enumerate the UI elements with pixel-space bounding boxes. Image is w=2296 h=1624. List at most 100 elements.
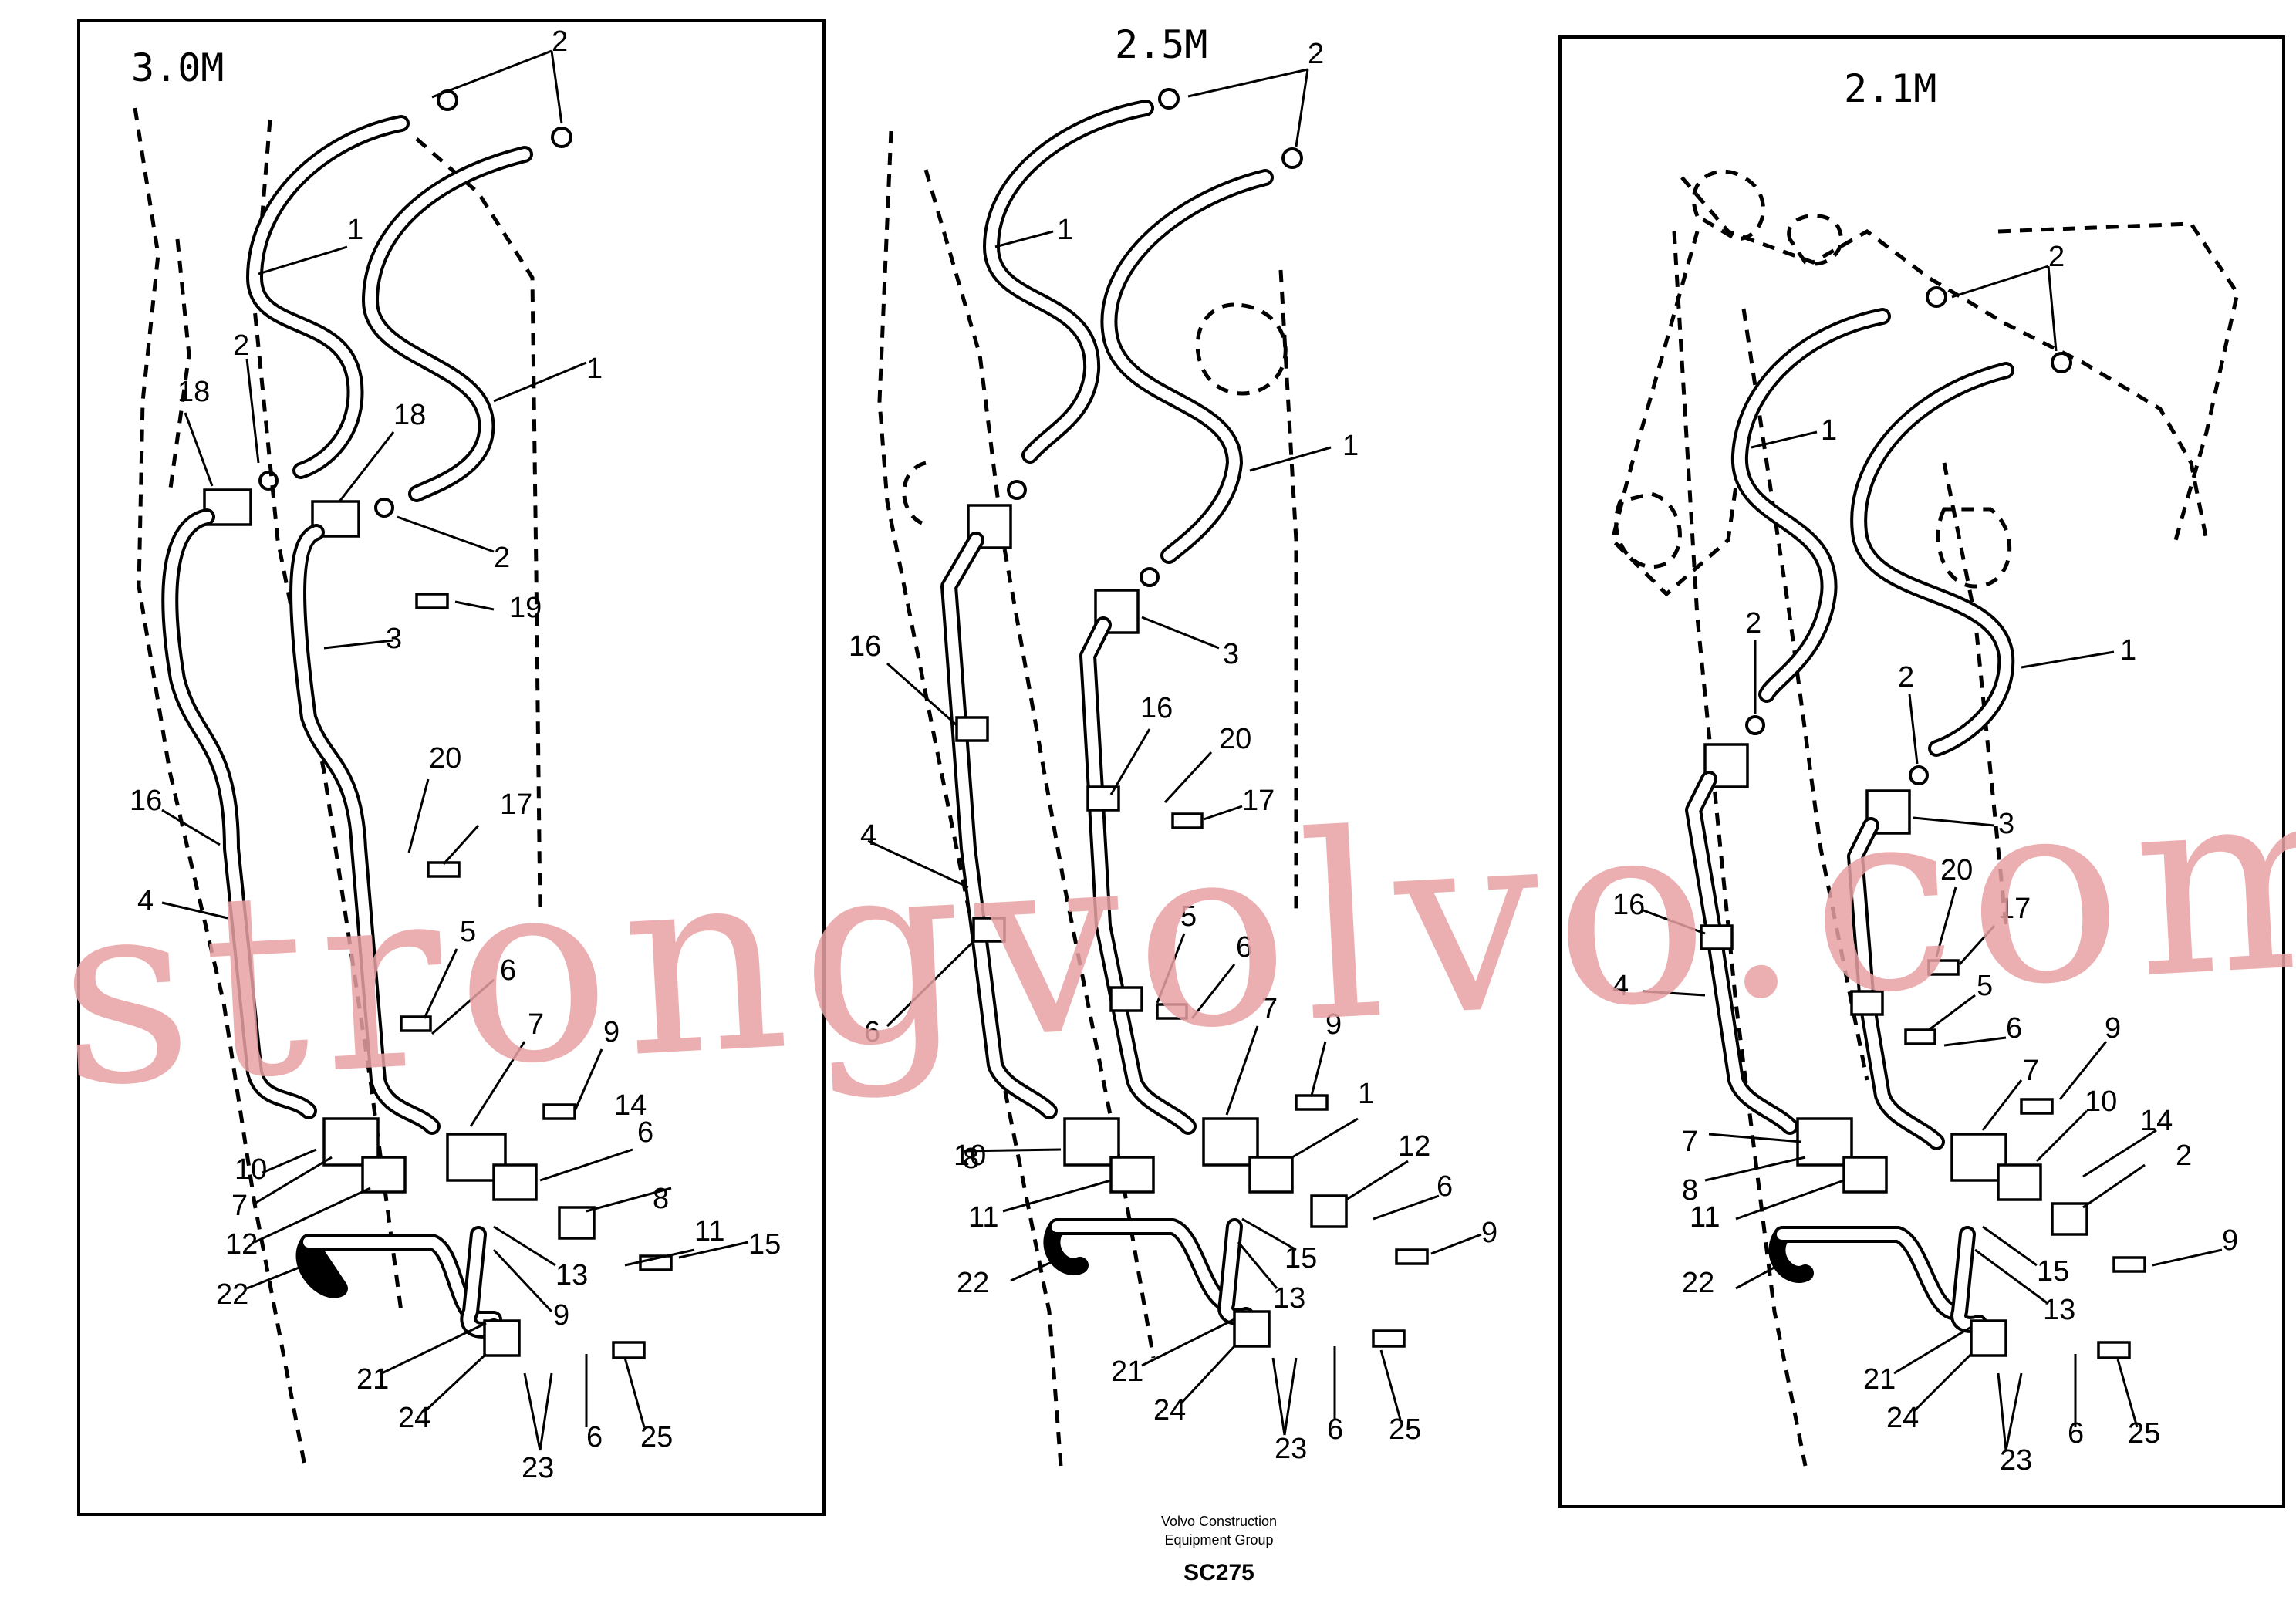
- callout-label: 24: [1153, 1394, 1186, 1426]
- leader: [407, 778, 430, 853]
- leader: [1912, 1352, 1973, 1413]
- panel-title: 2.5M: [1115, 22, 1207, 67]
- pin-outline: [1787, 214, 1843, 266]
- block-24: [1970, 1319, 2007, 1357]
- callout-label: 7: [2023, 1055, 2039, 1087]
- boom-outline: [1741, 308, 1869, 1081]
- leader: [1237, 1241, 1278, 1289]
- leader: [1908, 694, 1919, 765]
- bolt-9: [1295, 1094, 1329, 1111]
- o-ring: [1158, 88, 1180, 110]
- hose-1-core: [1103, 172, 1271, 561]
- o-ring: [1745, 715, 1765, 735]
- callout-label: 9: [553, 1299, 569, 1332]
- callout-label: 25: [1389, 1413, 1421, 1446]
- callout-label: 9: [1481, 1217, 1497, 1249]
- watermark-text: strongvolvo.com: [52, 726, 2296, 1144]
- leader: [1310, 1041, 1327, 1096]
- leader: [454, 600, 495, 611]
- bolt-17: [1171, 812, 1204, 829]
- callout-label: 25: [2128, 1417, 2160, 1450]
- hose-1: [362, 146, 533, 502]
- callout-label: 12: [1398, 1130, 1430, 1163]
- callout-label: 16: [130, 785, 162, 817]
- callout-label: 15: [2037, 1255, 2069, 1288]
- callout-label: 3: [1998, 808, 2014, 840]
- boom-outline: [133, 107, 307, 1467]
- leader: [1010, 1260, 1054, 1282]
- callout-label: 5: [1180, 900, 1197, 933]
- block-24: [1233, 1310, 1271, 1348]
- callout-label: 7: [1682, 1126, 1698, 1158]
- bolt-25: [1372, 1329, 1406, 1348]
- hose-1-core: [986, 103, 1151, 461]
- flange-10: [1997, 1163, 2042, 1201]
- leader: [254, 1156, 333, 1205]
- leader: [338, 431, 395, 502]
- callout-label: 6: [1327, 1413, 1343, 1446]
- leader: [423, 948, 458, 1019]
- pin-outline: [1936, 507, 2012, 589]
- callout-label: 7: [1261, 993, 1278, 1025]
- callout-label: 1: [1057, 214, 1073, 246]
- leader: [1190, 964, 1236, 1019]
- leader: [2021, 650, 2115, 669]
- leader: [964, 1148, 1062, 1153]
- callout-label: 6: [500, 954, 516, 987]
- clip-16: [972, 917, 1006, 943]
- callout-label: 1: [586, 353, 603, 385]
- leader: [254, 1187, 371, 1244]
- callout-label: 13: [1273, 1282, 1305, 1315]
- leader: [1203, 805, 1243, 821]
- leader: [523, 1372, 553, 1451]
- leader: [1643, 990, 1706, 997]
- leader: [867, 839, 969, 889]
- leader: [1958, 924, 1996, 966]
- leader: [1141, 1318, 1235, 1367]
- leader: [1373, 1194, 1440, 1221]
- clip-16: [955, 716, 989, 742]
- leader: [1913, 816, 1995, 827]
- boom-outline: [1278, 269, 1298, 910]
- flange-10: [492, 1163, 538, 1201]
- leader: [2152, 1248, 2223, 1267]
- pin-outline: [1614, 491, 1682, 569]
- callout-label: 21: [356, 1363, 389, 1396]
- callout-label: 6: [2068, 1417, 2084, 1450]
- callout-label: 22: [216, 1278, 248, 1311]
- callout-label: 20: [1219, 723, 1251, 755]
- callout-label: 20: [429, 742, 461, 775]
- o-ring: [2051, 352, 2072, 373]
- callout-label: 2: [1745, 607, 1761, 640]
- callout-label: 1: [1358, 1078, 1374, 1110]
- leader: [624, 1248, 695, 1267]
- leader: [423, 1352, 488, 1413]
- leader: [1935, 886, 1957, 957]
- callout-label: 17: [1242, 785, 1275, 817]
- leader: [1292, 1117, 1359, 1159]
- leader: [1179, 1345, 1236, 1406]
- bolt-9: [542, 1103, 576, 1120]
- flange-11: [361, 1156, 407, 1194]
- diagram-code: SC275: [1183, 1560, 1254, 1585]
- o-ring: [1281, 147, 1303, 169]
- callout-label: 22: [957, 1267, 989, 1299]
- o-ring: [374, 498, 394, 518]
- leader: [2082, 1163, 2146, 1209]
- leader: [886, 940, 975, 1028]
- leader: [1379, 1349, 1402, 1420]
- panel-title: 2.1M: [1844, 66, 1936, 111]
- leader: [1708, 1133, 1802, 1143]
- callout-label: 4: [860, 819, 876, 852]
- callout-label: 9: [2105, 1012, 2121, 1045]
- boom-outline: [167, 238, 191, 495]
- tube-4-core: [164, 512, 314, 1116]
- leader: [1249, 446, 1332, 472]
- callout-label: 21: [1111, 1356, 1143, 1388]
- callout-label: 10: [2085, 1085, 2117, 1118]
- boom-outline: [1942, 462, 2008, 927]
- leader: [492, 1248, 553, 1313]
- hose-1-core: [249, 118, 407, 476]
- o-ring: [1007, 480, 1027, 500]
